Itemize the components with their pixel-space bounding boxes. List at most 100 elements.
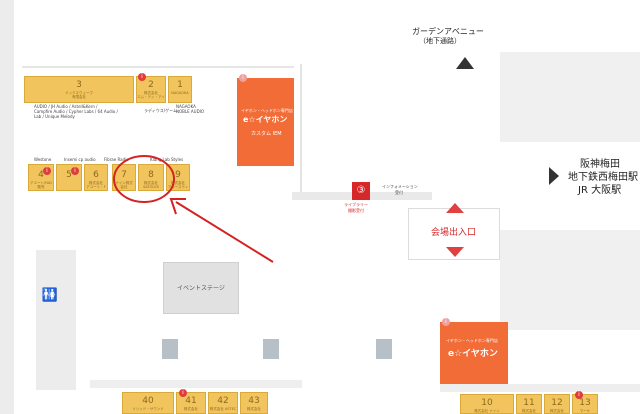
info-badge-icon: i <box>43 167 51 175</box>
booth-exhibitor: 株式会社 <box>247 407 261 411</box>
booth-note: Klang Lab Styles <box>150 157 184 162</box>
booth-number: 9 <box>175 170 181 180</box>
booth-3[interactable]: 3 ミックスウェーブ 有限会社 <box>24 76 134 103</box>
info-badge-icon: i <box>575 391 583 399</box>
booth-exhibitor: 株式会社 エム・ティ・アイ <box>137 91 165 99</box>
booth-13[interactable]: i 13 マーケ <box>572 391 598 414</box>
booth-exhibitor: NAGAOKA <box>171 91 189 95</box>
corridor-divider <box>300 64 302 194</box>
pillar <box>376 339 392 359</box>
booth-number: 8 <box>148 170 154 180</box>
booth-note: NOBLE AUDIO <box>176 109 204 114</box>
booth-number: 4 <box>38 170 44 180</box>
right-block-bottom <box>500 230 640 330</box>
bottom-strip <box>90 380 302 388</box>
booth-10[interactable]: 10 株式会社 ナイン <box>460 394 514 414</box>
garden-avenue-sub: （地下通路） <box>419 37 461 45</box>
event-stage[interactable]: イベントステージ <box>163 262 239 314</box>
booth-exhibitor: アユート/FAD 販売 <box>30 181 52 189</box>
booth-exhibitor: ナイン株式 会社 <box>115 181 133 189</box>
booth-exhibitor: 株式会社 アユート・F <box>86 181 106 189</box>
booth-5[interactable]: i 5 <box>56 164 82 191</box>
restroom-icon: 🚻 <box>41 288 59 303</box>
info-badge-icon: i <box>71 167 79 175</box>
booth-note: ラディウス/ゲーム <box>144 108 177 113</box>
info-desk-caption: ライブラリー 撮影受付 <box>344 202 368 213</box>
booth-41[interactable]: i 41 株式会社 <box>176 389 206 414</box>
booth-number: 5 <box>66 170 72 180</box>
booth-11[interactable]: 11 株式会社 <box>516 394 542 414</box>
booth-number: 12 <box>551 398 563 408</box>
booth-exhibitor: 株式会社 アコースティ <box>167 181 189 189</box>
triangle-up-icon <box>456 57 474 69</box>
info-badge-icon: i <box>442 318 450 326</box>
left-lower-wall <box>36 250 76 390</box>
booth-number: 2 <box>148 80 154 90</box>
info-badge-icon: i <box>239 74 247 82</box>
booth-number: 11 <box>523 398 535 408</box>
info-desk-badge[interactable]: ③ <box>352 182 370 200</box>
promo-caption: カスタム IEM <box>251 131 282 137</box>
booth-exhibitor: 株式会社 <box>522 409 536 413</box>
booth-12[interactable]: 12 株式会社 <box>544 394 570 414</box>
booth-1[interactable]: 1 NAGAOKA <box>168 76 192 103</box>
hall-top-edge <box>22 66 294 68</box>
pillar <box>263 339 279 359</box>
highlight-arrow-head <box>169 198 186 215</box>
highlight-arrow-line <box>175 201 274 263</box>
promo-brand: e☆イヤホン <box>243 115 288 124</box>
promo-tagline: イヤホン・ヘッドホン専門店 <box>241 108 293 113</box>
booth-8[interactable]: 8 株式会社 SATOLEX <box>138 164 164 191</box>
promo-banner-top[interactable]: i イヤホン・ヘッドホン専門店 e☆イヤホン カスタム IEM <box>237 74 294 166</box>
event-stage-label: イベントステージ <box>177 285 225 292</box>
booth-number: 43 <box>248 396 260 406</box>
promo-brand: e☆イヤホン <box>448 349 498 359</box>
booth-number: 13 <box>579 398 591 408</box>
left-wall <box>0 0 14 414</box>
right-block-top <box>500 52 640 142</box>
booth-42[interactable]: 42 株式会社 ASTEC <box>208 392 238 414</box>
promo-tagline: イヤホン・ヘッドホン専門店 <box>446 338 498 343</box>
info-desk-sub: 受付 <box>395 190 403 195</box>
booth-exhibitor: 株式会社 ASTEC <box>209 407 237 411</box>
booth-number: 7 <box>121 170 127 180</box>
booth-note: AUDIO / JH Audio / Astell&Kern / <box>34 104 98 109</box>
pillar <box>162 339 178 359</box>
booth-exhibitor: 株式会社 ナイン <box>474 409 500 413</box>
booth-40[interactable]: 40 ソリッド・サウンド <box>122 392 174 414</box>
booth-note: Lab / Unique Melody <box>34 114 75 119</box>
booth-note: NAGAOKA <box>176 104 196 109</box>
booth-exhibitor: ソリッド・サウンド <box>132 407 164 411</box>
booth-note: Campfire Audio / Cypher Labs / 64 Audio … <box>34 109 118 114</box>
booth-2[interactable]: i 2 株式会社 エム・ティ・アイ <box>136 73 166 103</box>
station-jr: JR 大阪駅 <box>578 185 622 196</box>
booth-number: 1 <box>177 80 183 90</box>
booth-number: 41 <box>185 396 197 406</box>
garden-avenue-label: ガーデンアベニュー <box>412 27 484 36</box>
info-badge-icon: i <box>179 389 187 397</box>
promo-banner-bottom[interactable]: i イヤホン・ヘッドホン専門店 e☆イヤホン <box>440 318 508 384</box>
info-desk-label: インフォメーション <box>382 184 418 189</box>
info-desk-number: ③ <box>356 185 366 196</box>
top-band <box>14 0 430 62</box>
bottom-right-strip <box>440 384 640 392</box>
highlight-circle <box>113 155 175 203</box>
booth-4[interactable]: i 4 アユート/FAD 販売 <box>28 164 54 191</box>
booth-number: 42 <box>217 396 229 406</box>
booth-exhibitor: 株式会社 <box>550 409 564 413</box>
booth-exhibitor: ミックスウェーブ 有限会社 <box>65 91 93 99</box>
station-hanshin: 阪神梅田 <box>580 159 620 170</box>
booth-exhibitor: マーケ <box>579 409 591 413</box>
booth-number: 10 <box>481 398 493 408</box>
booth-6[interactable]: 6 株式会社 アユート・F <box>84 164 108 191</box>
entrance-arrows-icon <box>446 203 464 257</box>
info-badge-icon: i <box>138 73 146 81</box>
booth-number: 6 <box>93 170 99 180</box>
booth-number: 40 <box>142 396 154 406</box>
booth-7[interactable]: 7 ナイン株式 会社 <box>112 164 136 191</box>
booth-43[interactable]: 43 株式会社 <box>240 392 268 414</box>
station-subway: 地下鉄西梅田駅 <box>568 172 638 183</box>
booth-note: Insemi cp audio <box>64 157 96 162</box>
booth-note: Westone <box>34 157 52 162</box>
